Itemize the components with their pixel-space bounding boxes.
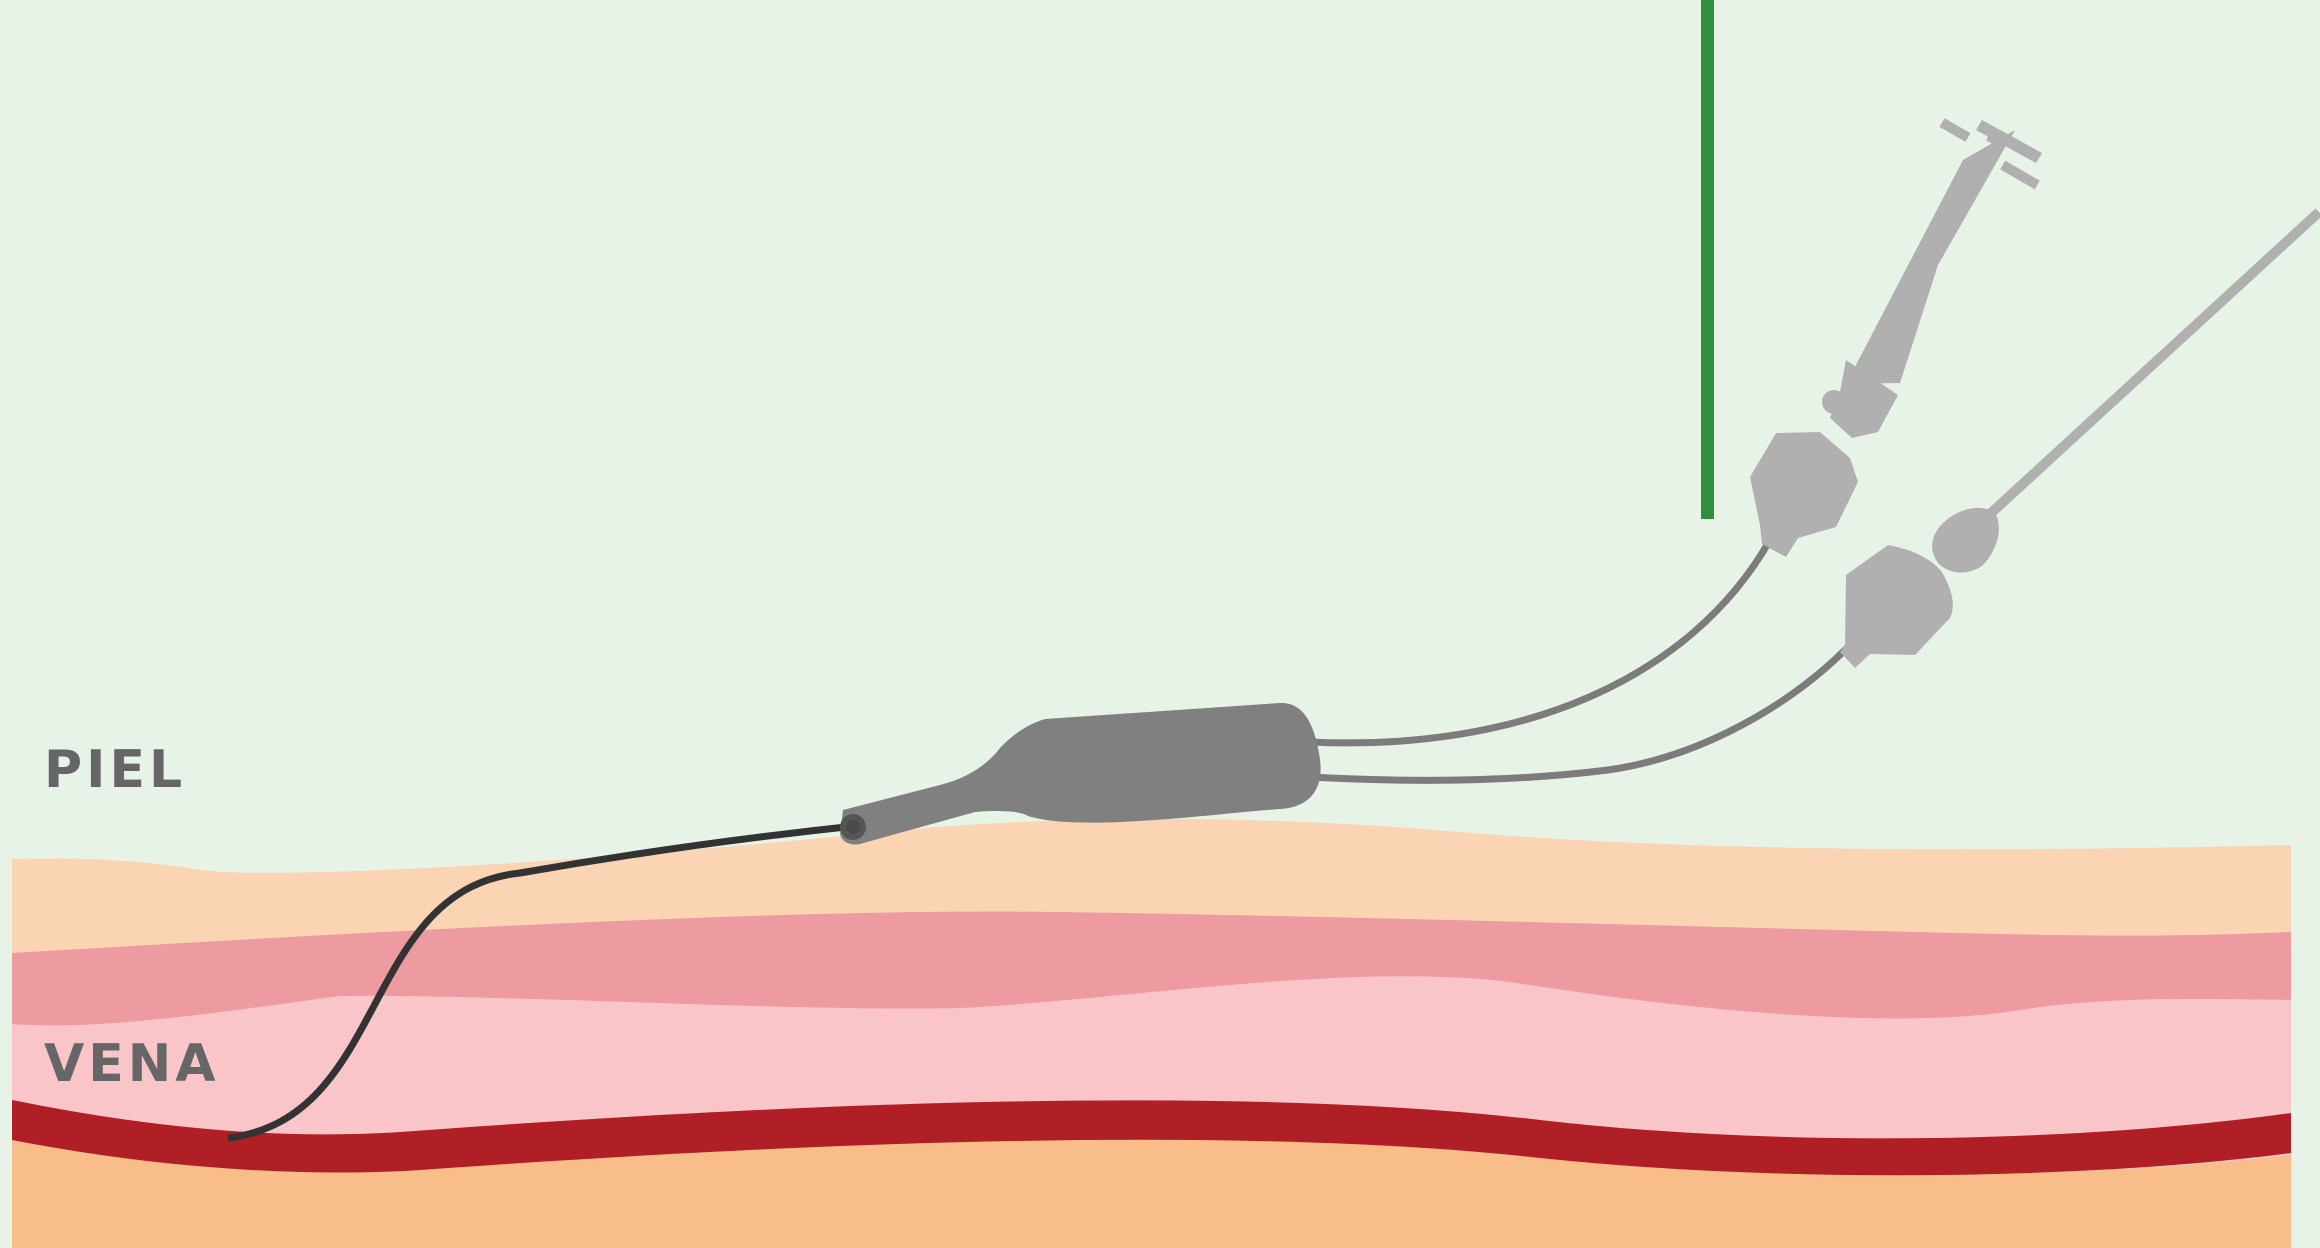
guide-line [1701, 0, 1714, 519]
vein-label: VENA [44, 1038, 220, 1090]
skin-label: PIEL [44, 744, 186, 796]
